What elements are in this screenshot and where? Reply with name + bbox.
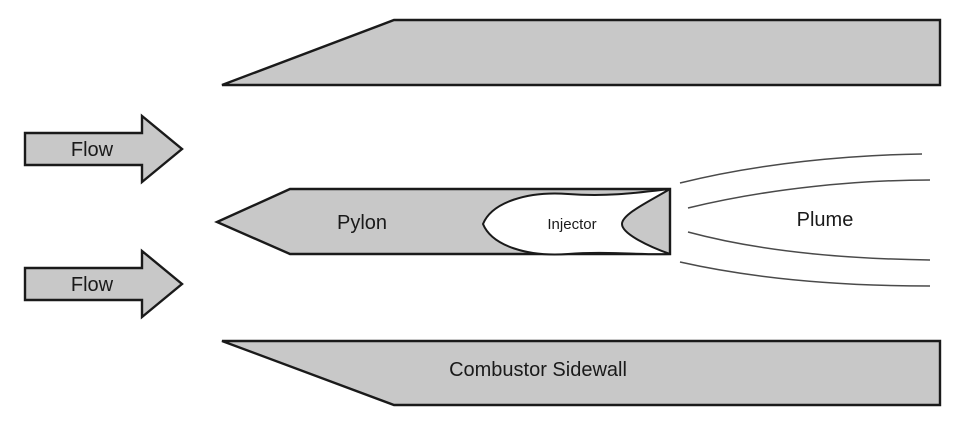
plume-boundary-bottom-inner: [687, 231, 931, 261]
top-sidewall: [221, 18, 942, 87]
combustor-sidewall-label: Combustor Sidewall: [449, 359, 627, 381]
plume-label: Plume: [797, 209, 854, 231]
plume-boundary-top-outer: [679, 153, 923, 184]
bottom-sidewall: [221, 339, 942, 407]
flow-label-top: Flow: [71, 139, 114, 161]
flow-arrow-bottom: [23, 248, 184, 320]
injector-label: Injector: [547, 216, 596, 233]
injector-cavity: [481, 188, 671, 256]
plume-boundary-top-inner: [687, 179, 931, 209]
plume-boundary-bottom-outer: [679, 261, 931, 287]
flow-label-bottom: Flow: [71, 274, 114, 296]
flow-arrow-top: [23, 113, 184, 185]
pylon-label: Pylon: [337, 212, 387, 234]
